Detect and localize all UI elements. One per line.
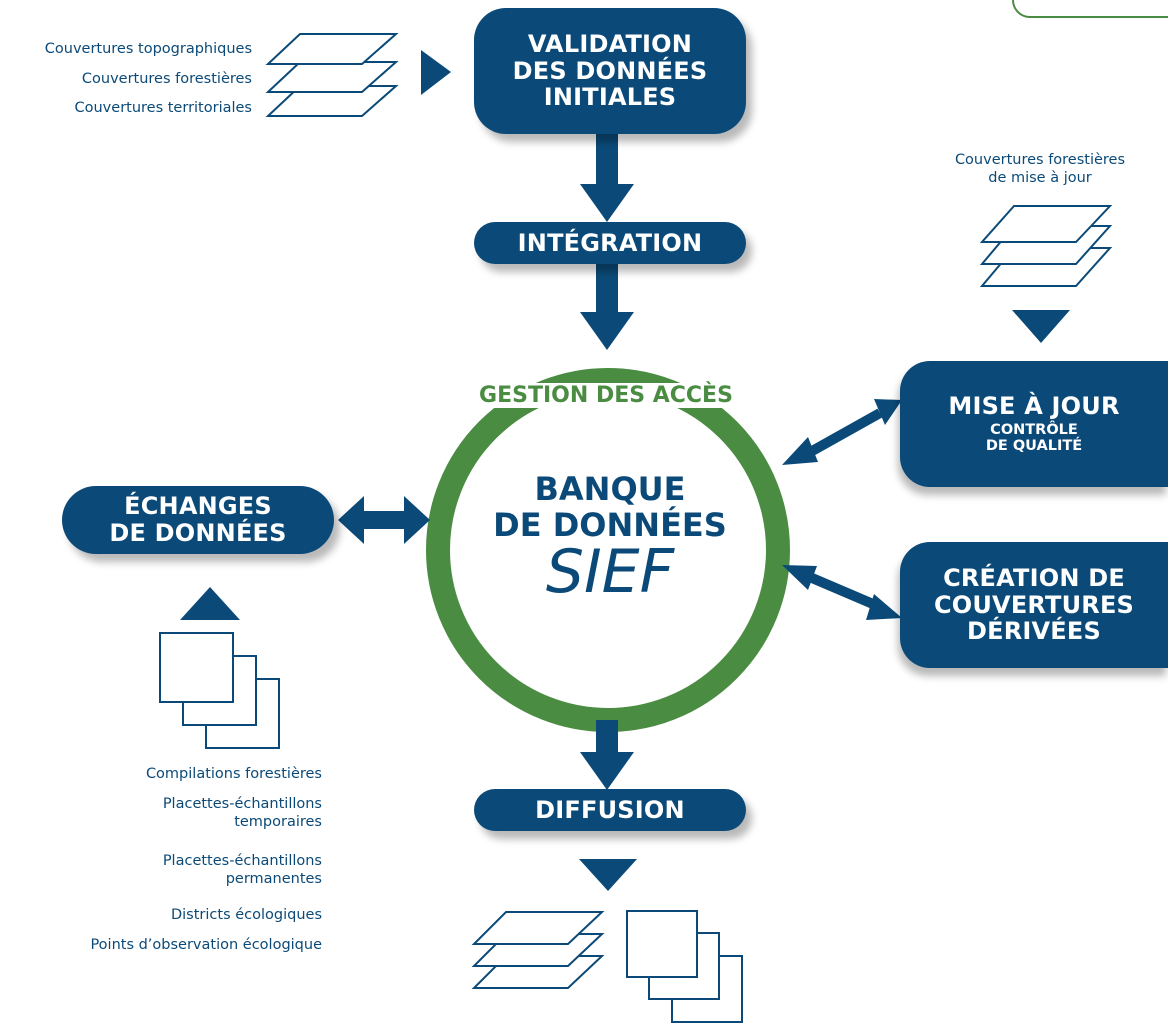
validation-line1: VALIDATION xyxy=(527,29,693,58)
update-input-line1: Couvertures forestières xyxy=(954,152,1126,168)
source-label: Districts écologiques xyxy=(170,907,322,923)
source-label: Placettes-échantillons permanentes xyxy=(60,852,322,888)
double-arrow-icon xyxy=(802,408,883,612)
source-label-line2: permanentes xyxy=(225,871,322,888)
creation-line1: CRÉATION DE xyxy=(943,563,1125,592)
diffusion-label: DIFFUSION xyxy=(535,795,685,824)
validation-box: VALIDATION DES DONNÉES INITIALES xyxy=(474,8,746,134)
echanges-line1: ÉCHANGES xyxy=(124,492,272,521)
layers-icon xyxy=(265,33,399,117)
update-input-line2: de mise à jour xyxy=(988,170,1092,187)
input-label: Couvertures topographiques xyxy=(44,41,252,57)
sief-title: SIEF xyxy=(545,537,675,607)
source-label: Compilations forestières xyxy=(145,766,322,782)
source-label-line1: Placettes-échantillons xyxy=(162,853,322,869)
documents-icon xyxy=(626,910,743,1023)
echanges-box: ÉCHANGES DE DONNÉES xyxy=(62,486,334,554)
mise-a-jour-box: MISE À JOUR CONTRÔLE DE QUALITÉ xyxy=(900,361,1168,487)
bank-line2: DE DONNÉES xyxy=(493,506,727,544)
source-label-line2: temporaires xyxy=(234,814,322,831)
layers-icon xyxy=(979,205,1113,287)
creation-line3: DÉRIVÉES xyxy=(967,617,1101,646)
double-arrow-icon xyxy=(338,496,430,544)
creation-box: CRÉATION DE COUVERTURES DÉRIVÉES xyxy=(900,542,1168,668)
update-input-label: Couvertures forestières de mise à jour xyxy=(940,151,1140,187)
validation-line2: DES DONNÉES xyxy=(512,56,708,85)
creation-line2: COUVERTURES xyxy=(933,590,1135,619)
layers-icon xyxy=(471,911,605,989)
diffusion-box: DIFFUSION xyxy=(474,789,746,831)
bank-line1: BANQUE xyxy=(534,470,686,508)
access-management-label: GESTION DES ACCÈS xyxy=(446,383,766,408)
echanges-line2: DE DONNÉES xyxy=(109,519,287,547)
flow-arrows xyxy=(180,50,1070,891)
input-label: Couvertures forestières xyxy=(81,71,252,87)
source-label: Placettes-échantillons temporaires xyxy=(60,795,322,831)
source-label: Points d’observation écologique xyxy=(90,937,322,953)
mise-a-jour-title: MISE À JOUR xyxy=(948,392,1120,421)
mise-a-jour-sub2: DE QUALITÉ xyxy=(985,438,1083,455)
validation-line3: INITIALES xyxy=(543,83,677,112)
source-label-line1: Placettes-échantillons xyxy=(162,796,322,812)
integration-box: INTÉGRATION xyxy=(474,222,746,264)
partial-frame xyxy=(1012,0,1168,18)
mise-a-jour-sub1: CONTRÔLE xyxy=(990,422,1078,439)
integration-label: INTÉGRATION xyxy=(517,228,703,257)
input-label: Couvertures territoriales xyxy=(74,100,253,116)
documents-icon xyxy=(159,632,280,749)
